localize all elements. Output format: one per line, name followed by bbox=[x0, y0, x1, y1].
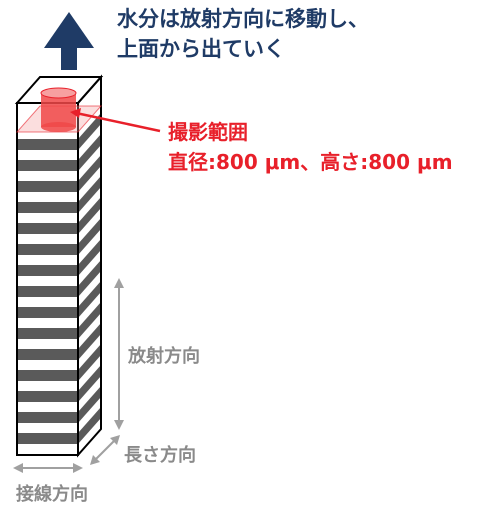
growth-ring-band-side bbox=[78, 386, 101, 423]
moisture-up-arrow-icon bbox=[44, 12, 94, 70]
wood-specimen bbox=[14, 74, 104, 458]
growth-ring-band bbox=[17, 202, 78, 213]
growth-ring-band-side bbox=[78, 407, 101, 444]
longitudinal-axis-arrow bbox=[90, 435, 120, 465]
growth-ring-band bbox=[17, 328, 78, 339]
tangential-direction-label: 接線方向 bbox=[16, 484, 88, 505]
longitudinal-direction-label: 長さ方向 bbox=[124, 445, 196, 466]
growth-ring-band-side bbox=[78, 134, 101, 171]
growth-ring-band bbox=[17, 244, 78, 255]
imaging-leader-arrow bbox=[70, 108, 161, 133]
growth-ring-band-side bbox=[78, 113, 101, 150]
growth-ring-band-side bbox=[78, 197, 101, 234]
growth-ring-band-side bbox=[78, 218, 101, 255]
growth-ring-band bbox=[17, 265, 78, 276]
growth-ring-band-side bbox=[78, 323, 101, 360]
growth-ring-band bbox=[17, 391, 78, 402]
growth-ring-band bbox=[17, 286, 78, 297]
growth-ring-band-side bbox=[78, 176, 101, 213]
moisture-note-line1: 水分は放射方向に移動し、 bbox=[117, 7, 369, 31]
growth-ring-band bbox=[17, 307, 78, 318]
growth-ring-band bbox=[17, 370, 78, 381]
growth-ring-band bbox=[17, 223, 78, 234]
growth-ring-band bbox=[17, 412, 78, 423]
growth-ring-band bbox=[17, 139, 78, 150]
imaging-note-spec: 直径:800 μm、高さ:800 μm bbox=[168, 150, 453, 174]
growth-ring-band-side bbox=[78, 260, 101, 297]
radial-axis-arrow bbox=[114, 278, 124, 430]
growth-ring-band-side bbox=[78, 344, 101, 381]
growth-ring-band bbox=[17, 349, 78, 360]
growth-ring-band bbox=[17, 160, 78, 171]
growth-ring-band bbox=[17, 181, 78, 192]
specimen-front-face bbox=[17, 103, 78, 455]
imaging-note-title: 撮影範囲 bbox=[168, 120, 248, 144]
growth-ring-band-side bbox=[78, 155, 101, 192]
growth-ring-band-side bbox=[78, 365, 101, 402]
tangential-axis-arrow bbox=[13, 463, 83, 473]
imaging-note: 撮影範囲 直径:800 μm、高さ:800 μm bbox=[168, 117, 453, 177]
growth-ring-band-side bbox=[78, 239, 101, 276]
moisture-note: 水分は放射方向に移動し、 上面から出ていく bbox=[117, 4, 369, 64]
growth-ring-band-side bbox=[78, 281, 101, 318]
radial-direction-label: 放射方向 bbox=[128, 346, 200, 367]
moisture-note-line2: 上面から出ていく bbox=[117, 37, 285, 61]
specimen-side-face bbox=[78, 77, 101, 455]
growth-ring-band bbox=[17, 433, 78, 444]
growth-ring-band-side bbox=[78, 302, 101, 339]
